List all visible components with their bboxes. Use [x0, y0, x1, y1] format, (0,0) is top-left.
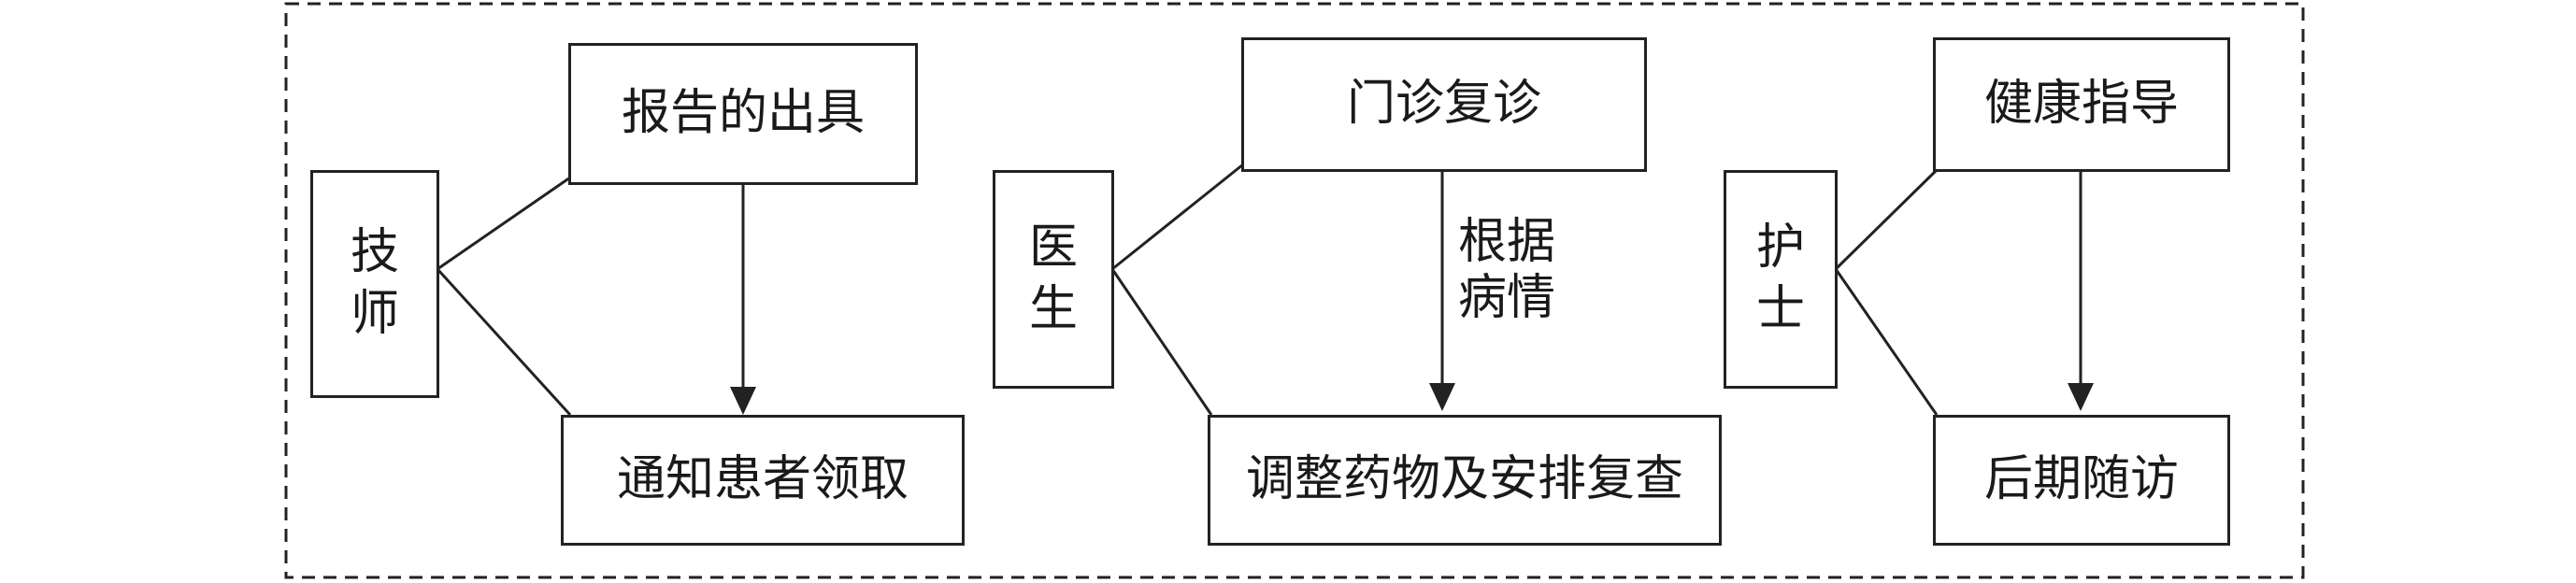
top-box-outpatient-revisit-label: 门诊复诊 [1346, 76, 1541, 133]
g3-arrowhead [2068, 383, 2094, 411]
role-label-doctor: 医生 [1029, 220, 1078, 338]
role-box-nurse: 护士 [1724, 170, 1838, 389]
outer-dashed-frame [284, 2, 2305, 579]
bottom-box-notify-patient: 通知患者领取 [561, 415, 965, 546]
role-char: 师 [350, 286, 399, 342]
g3-role-to-top-line [1834, 168, 1939, 271]
arrow-label-line-1: 根据 [1458, 214, 1556, 270]
g1-arrowhead [730, 387, 756, 415]
role-char: 士 [1755, 281, 1805, 337]
bottom-box-follow-up: 后期随访 [1933, 415, 2230, 546]
top-box-report-issue: 报告的出具 [568, 43, 918, 185]
role-box-doctor: 医生 [993, 170, 1114, 389]
g1-role-to-top-line [436, 176, 571, 271]
bottom-box-notify-patient-label: 通知患者领取 [616, 451, 909, 508]
role-char: 生 [1028, 281, 1078, 337]
top-box-report-issue-label: 报告的出具 [621, 85, 865, 142]
top-box-health-guidance: 健康指导 [1933, 37, 2230, 172]
role-char: 护 [1755, 220, 1805, 277]
role-char: 医 [1028, 220, 1078, 277]
g2-arrowhead [1429, 383, 1455, 411]
g2-role-to-bottom-line [1110, 268, 1213, 416]
role-label-nurse: 护士 [1756, 220, 1805, 338]
arrow-label-line-2: 病情 [1458, 269, 1556, 326]
role-label-technician-char-1: 技师 [350, 224, 399, 343]
top-box-outpatient-revisit: 门诊复诊 [1241, 37, 1647, 172]
top-box-health-guidance-label: 健康指导 [1983, 76, 2179, 133]
g3-role-to-bottom-line [1834, 268, 1939, 416]
bottom-box-adjust-medication-label: 调整药物及安排复查 [1245, 451, 1683, 508]
arrow-label-by-condition: 根据 病情 [1458, 214, 1556, 327]
g2-role-to-top-line [1111, 163, 1244, 271]
bottom-box-follow-up-label: 后期随访 [1983, 451, 2179, 508]
g1-role-to-bottom-line [436, 267, 572, 417]
role-char: 技 [350, 224, 399, 281]
bottom-box-adjust-medication: 调整药物及安排复查 [1208, 415, 1722, 546]
role-box-technician: 技师 [310, 170, 439, 398]
